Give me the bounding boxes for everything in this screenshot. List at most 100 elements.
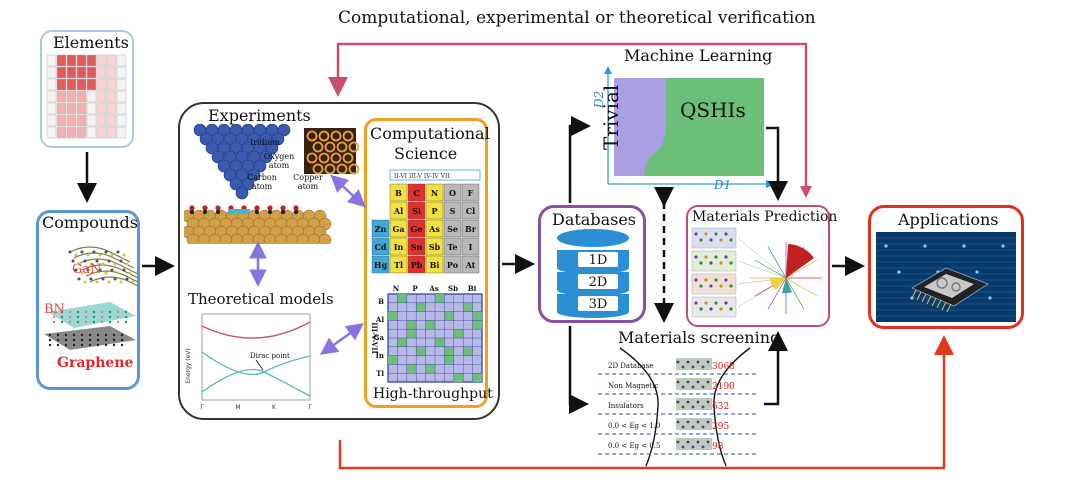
- screening-atom: [701, 365, 705, 369]
- computational-science-box: [364, 118, 488, 408]
- gan-atom: [83, 280, 87, 284]
- graphene-atom: [64, 333, 68, 337]
- gan-atom: [74, 268, 78, 272]
- element-cell: [96, 90, 107, 103]
- element-cell: [46, 114, 57, 127]
- element-cell: [106, 78, 117, 91]
- matrix-hit: [425, 364, 435, 374]
- honeycomb-ring: [306, 130, 318, 142]
- element-cell: [56, 54, 67, 67]
- ptable-cell: [461, 201, 480, 220]
- structure-atom: [714, 278, 718, 282]
- carbon-adatom: [293, 209, 299, 215]
- funnel-left: [619, 347, 659, 467]
- periodic-table-thumbnail: [46, 54, 127, 139]
- graphene-atom: [104, 343, 108, 347]
- chip-swirl: [936, 277, 948, 289]
- compounds-box: [36, 210, 140, 390]
- ml-axis-y-head: [604, 66, 612, 74]
- element-cell: [86, 54, 97, 67]
- graphene-atom: [120, 333, 124, 337]
- structure-atom: [699, 284, 703, 288]
- matrix-row-label: Al: [375, 315, 384, 324]
- structure-atom: [694, 278, 698, 282]
- gan-atom: [119, 280, 123, 284]
- purple-arrow-theory-computational: [319, 323, 365, 355]
- element-cell: [46, 102, 57, 115]
- matrix-col-label: Bi: [468, 284, 477, 293]
- ptable-cell: [407, 219, 426, 238]
- ptable-symbol: Zn: [375, 224, 387, 234]
- ptable-cell: [371, 255, 390, 274]
- screening-step-label: Insulators: [608, 402, 644, 410]
- applications-title: Applications: [898, 210, 999, 229]
- ptable-symbol: Al: [393, 206, 403, 216]
- structure-atom: [719, 307, 723, 311]
- gan-atom: [116, 271, 120, 275]
- band-tick: Γ: [200, 404, 204, 411]
- gan-atom: [98, 253, 102, 257]
- ptable-symbol: Bi: [430, 260, 440, 270]
- matrix-col-label: P: [412, 284, 418, 293]
- bn-atom: [100, 310, 104, 314]
- screening-atom: [676, 440, 680, 444]
- element-cell: [76, 54, 87, 67]
- honeycomb-ring: [336, 163, 348, 175]
- matrix-hit: [416, 346, 426, 356]
- matrix-row-label: Tl: [376, 369, 384, 378]
- bn-atom: [124, 315, 128, 319]
- gan-atom: [74, 253, 78, 257]
- screening-step-label: 2D Database: [608, 362, 654, 370]
- honeycomb-ring: [312, 141, 324, 153]
- element-cell: [116, 78, 127, 91]
- graphene-atom: [112, 343, 116, 347]
- matrix-hit: [406, 329, 417, 338]
- element-cell: [106, 66, 117, 79]
- circuit-node: [884, 244, 888, 248]
- carbon-adatom: [254, 209, 260, 215]
- ptable-symbol: I: [469, 242, 473, 252]
- structure-atom: [694, 301, 698, 305]
- honeycomb-ring: [312, 163, 324, 175]
- structure-atom: [724, 232, 728, 236]
- gan-atom: [95, 280, 99, 284]
- graphene-atom: [72, 338, 76, 342]
- ptable-symbol: F: [468, 188, 474, 198]
- graphene-atom: [80, 343, 84, 347]
- ptable-symbol: Se: [447, 224, 458, 234]
- structure-atom: [709, 238, 713, 242]
- gan-atom: [107, 280, 111, 284]
- structure-atom: [699, 307, 703, 311]
- element-cell: [56, 102, 67, 115]
- iridium-atom: [271, 132, 285, 146]
- element-cell: [56, 66, 67, 79]
- element-cell: [116, 54, 127, 67]
- ptable-symbol: Sb: [429, 242, 441, 252]
- element-cell: [86, 102, 97, 115]
- ptable-cell: [425, 237, 444, 256]
- circuit-node: [923, 244, 927, 248]
- screening-atom: [706, 360, 710, 364]
- element-cell: [66, 126, 77, 139]
- gan-atom: [101, 262, 105, 266]
- iridium-atom: [259, 150, 273, 164]
- gan-atom: [113, 262, 117, 266]
- oxygen-atom-text: Oxygen atom: [263, 152, 295, 170]
- element-cell: [116, 90, 127, 103]
- bn-atom: [76, 310, 80, 314]
- copper-atom-label: Copper atom: [292, 173, 324, 191]
- honeycomb-ring: [306, 152, 318, 164]
- ptable-cell: [461, 255, 480, 274]
- radar-wedge: [786, 244, 814, 278]
- matrix-hit: [444, 355, 454, 365]
- prediction-structures-radar: [691, 227, 822, 318]
- radar-spoke: [785, 259, 818, 279]
- radar-spoke: [754, 259, 787, 279]
- gan-atom: [122, 268, 126, 272]
- gan-label: GaN: [72, 262, 102, 277]
- screening-atom: [686, 440, 690, 444]
- compounds-layers-illustration: [44, 246, 138, 350]
- elements-title: Elements: [53, 33, 129, 52]
- radar-spoke: [767, 246, 787, 279]
